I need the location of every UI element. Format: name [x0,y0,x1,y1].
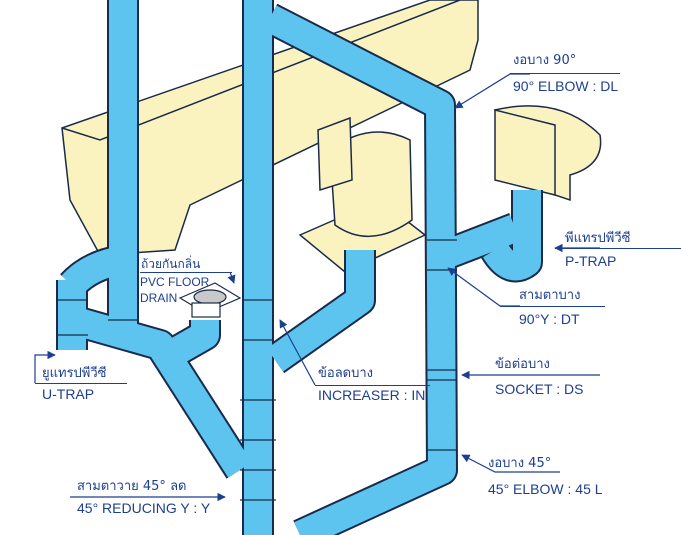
utrap-thai-label: ยูแทรปพีวีซี [42,366,107,381]
utrap-label: U-TRAP [42,386,95,402]
y90-thai-label: สามตาบาง [519,288,581,303]
urinal [493,105,602,202]
floordrain-label-2: DRAIN [140,291,178,305]
increaser-thai-label: ข้อลดบาง [318,366,374,381]
reducingy-label: 45° REDUCING Y : Y [77,500,211,516]
ptrap-label: P-TRAP [565,253,617,269]
socket-thai-label: ข้อต่อบาง [495,357,550,372]
y90-label: 90°Y : DT [519,311,580,327]
floordrain-thai-label: ถ้วยกันกลิ่น [141,257,201,271]
floor-drain [178,282,242,318]
ptrap-thai-label: พีแทรปพีวีซี [565,231,631,246]
elbow45-label: 45° ELBOW : 45 L [488,481,603,497]
pipes [56,0,543,535]
floordrain-label-1: PVC FLOOR [140,275,210,289]
squat-toilet [298,116,427,273]
reducingy-thai-label: สามตาวาย 45° ลด [77,479,187,494]
increaser-label: INCREASER : IN [318,387,426,403]
elbow90-label: 90° ELBOW : DL [513,78,619,94]
elbow45-thai-label: งอบาง 45° [488,456,552,471]
socket-label: SOCKET : DS [495,381,584,397]
elbow90-thai-label: งอบาง 90° [513,53,577,68]
